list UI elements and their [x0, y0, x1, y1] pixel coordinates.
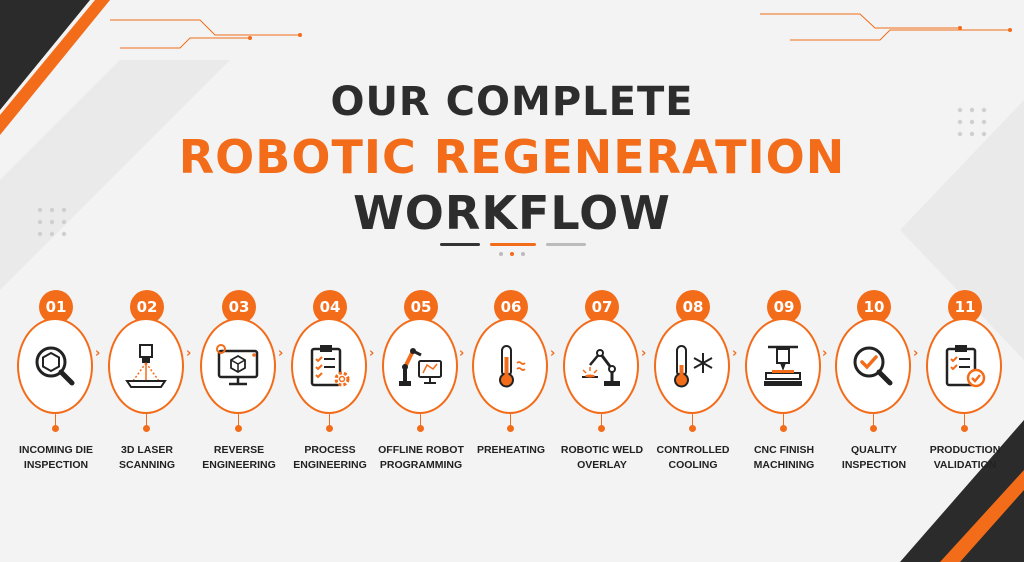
- chevron-right-icon: ›: [913, 346, 919, 361]
- step-connector: [601, 414, 602, 428]
- step-connector-dot: [507, 425, 514, 432]
- step-label: ROBOTIC WELD OVERLAY: [560, 444, 644, 471]
- step-icon-circle: [200, 318, 276, 414]
- step-label: REVERSE ENGINEERING: [202, 444, 276, 471]
- step-icon-circle: [745, 318, 821, 414]
- step-label: PRODUCTION VALIDATION: [929, 444, 1001, 471]
- step-icon-circle: [563, 318, 639, 414]
- step-connector-dot: [780, 425, 787, 432]
- step-connector-dot: [689, 425, 696, 432]
- title-line-3: WORKFLOW: [353, 186, 671, 240]
- step-connector: [692, 414, 693, 428]
- step-label: CNC FINISH MACHINING: [753, 444, 815, 471]
- cnc-machine-icon: [764, 345, 802, 386]
- divider-dot: [521, 252, 525, 256]
- thermometer-heat-icon: [499, 345, 526, 388]
- step-connector: [510, 414, 511, 428]
- step-icon-circle: [17, 318, 93, 414]
- step-icon-circle: [382, 318, 458, 414]
- chevron-right-icon: ›: [641, 346, 647, 361]
- step-icon-circle: [926, 318, 1002, 414]
- step-icon-circle: [108, 318, 184, 414]
- magnifier-check-icon: [853, 346, 893, 386]
- chevron-right-icon: ›: [459, 346, 465, 361]
- step-label: INCOMING DIE INSPECTION: [18, 444, 94, 471]
- step-connector: [146, 414, 147, 428]
- step-label: 3D LASER SCANNING: [118, 444, 175, 471]
- step-icon-circle: [291, 318, 367, 414]
- clipboard-check-icon: [945, 345, 986, 388]
- divider-dot: [499, 252, 503, 256]
- thermometer-snowflake-icon: [674, 345, 713, 388]
- step-icon-circle: [472, 318, 548, 414]
- divider-dot: [510, 252, 514, 256]
- title-line-1: OUR COMPLETE: [330, 79, 694, 125]
- chevron-right-icon: ›: [550, 346, 556, 361]
- step-connector-dot: [326, 425, 333, 432]
- step-label: QUALITY INSPECTION: [841, 444, 907, 471]
- step-connector: [873, 414, 874, 428]
- step-number-badge: 05: [404, 290, 438, 324]
- chevron-right-icon: ›: [732, 346, 738, 361]
- chevron-right-icon: ›: [95, 346, 101, 361]
- chevron-right-icon: ›: [369, 346, 375, 361]
- welding-robot-icon: [582, 349, 620, 386]
- title-line-2: ROBOTIC REGENERATION: [178, 130, 846, 184]
- step-connector: [783, 414, 784, 428]
- divider-right: [546, 243, 586, 246]
- step-number-badge: 09: [767, 290, 801, 324]
- title-block: OUR COMPLETE ROBOTIC REGENERATION WORKFL…: [0, 82, 1024, 236]
- laser-scanner-icon: [125, 344, 167, 388]
- divider-center: [490, 243, 536, 246]
- step-icon-circle: [654, 318, 730, 414]
- step-connector: [238, 414, 239, 428]
- step-label: OFFLINE ROBOT PROGRAMMING: [378, 444, 464, 471]
- step-connector-dot: [235, 425, 242, 432]
- step-connector-dot: [143, 425, 150, 432]
- step-label: CONTROLLED COOLING: [656, 444, 730, 471]
- step-number-badge: 04: [313, 290, 347, 324]
- divider-left: [440, 243, 480, 246]
- monitor-cube-icon: [216, 344, 259, 386]
- step-connector-dot: [417, 425, 424, 432]
- step-connector-dot: [52, 425, 59, 432]
- robot-arm-monitor-icon: [399, 348, 442, 386]
- step-connector-dot: [961, 425, 968, 432]
- step-icon-circle: [835, 318, 911, 414]
- chevron-right-icon: ›: [278, 346, 284, 361]
- step-connector-dot: [598, 425, 605, 432]
- chevron-right-icon: ›: [822, 346, 828, 361]
- step-connector: [420, 414, 421, 428]
- step-connector-dot: [870, 425, 877, 432]
- step-connector: [964, 414, 965, 428]
- clipboard-gear-icon: [310, 345, 350, 387]
- step-connector: [329, 414, 330, 428]
- step-connector: [55, 414, 56, 428]
- chevron-right-icon: ›: [186, 346, 192, 361]
- step-label: PROCESS ENGINEERING: [293, 444, 367, 471]
- magnifier-hexagon-icon: [35, 346, 75, 386]
- step-label: PREHEATING: [476, 444, 546, 456]
